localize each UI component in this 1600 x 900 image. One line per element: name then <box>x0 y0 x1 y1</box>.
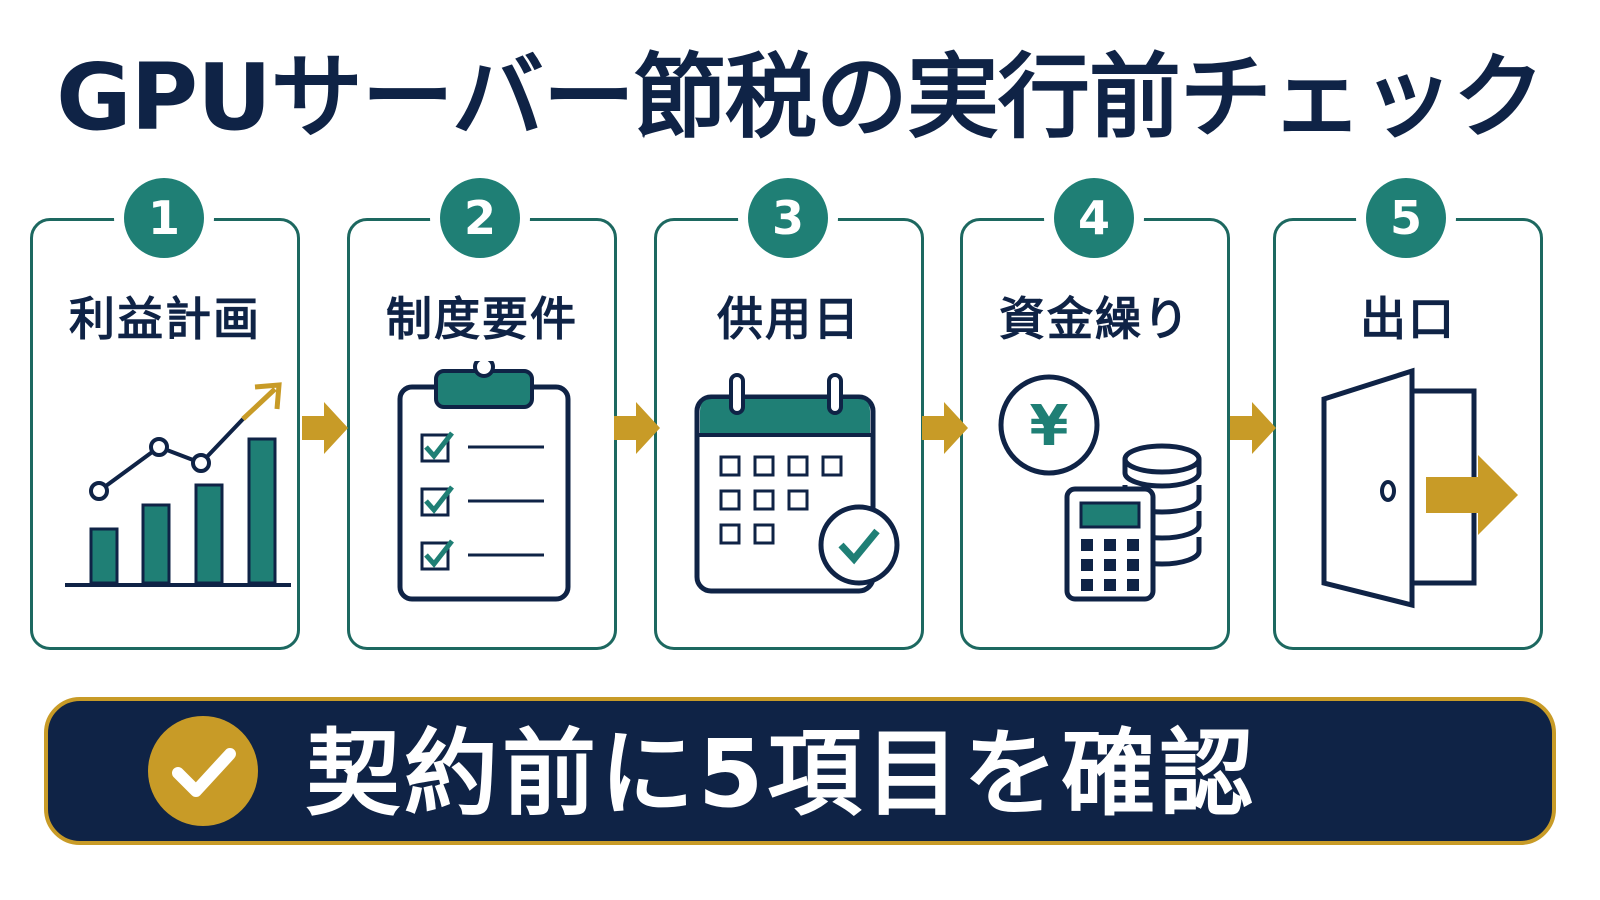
growth-chart-icon <box>65 382 291 587</box>
step-card-profit-plan: 利益計画 <box>30 218 300 650</box>
page-title: GPUサーバー節税の実行前チェック <box>56 44 1545 151</box>
clipboard-checklist-icon <box>397 361 571 602</box>
summary-banner: 契約前に5項目を確認 <box>44 697 1556 845</box>
step-card-exit: 出口 <box>1273 218 1543 650</box>
arrow-right-icon <box>922 402 968 454</box>
step-label: 利益計画 <box>69 292 261 346</box>
step-number-badge: 3 <box>748 178 828 258</box>
calendar-check-icon <box>694 373 900 594</box>
arrow-right-icon <box>614 402 660 454</box>
step-label: 出口 <box>1360 292 1456 346</box>
step-number-badge: 1 <box>124 178 204 258</box>
exit-door-icon <box>1321 367 1518 609</box>
step-label: 制度要件 <box>386 292 578 346</box>
step-label: 資金繰り <box>999 292 1191 346</box>
step-number-badge: 5 <box>1366 178 1446 258</box>
step-number-badge: 4 <box>1054 178 1134 258</box>
step-card-system-requirements: 制度要件 <box>347 218 617 650</box>
banner-text: 契約前に5項目を確認 <box>306 720 1258 829</box>
yen-symbol: ¥ <box>1030 394 1069 459</box>
step-number-badge: 2 <box>440 178 520 258</box>
yen-coins-calculator-icon: ¥ <box>998 374 1202 602</box>
step-card-in-service-date: 供用日 <box>654 218 924 650</box>
step-label: 供用日 <box>717 292 861 346</box>
check-circle-icon <box>148 716 258 826</box>
arrow-right-icon <box>1230 402 1276 454</box>
step-card-cash-flow: 資金繰り ¥ <box>960 218 1230 650</box>
arrow-right-icon <box>302 402 348 454</box>
